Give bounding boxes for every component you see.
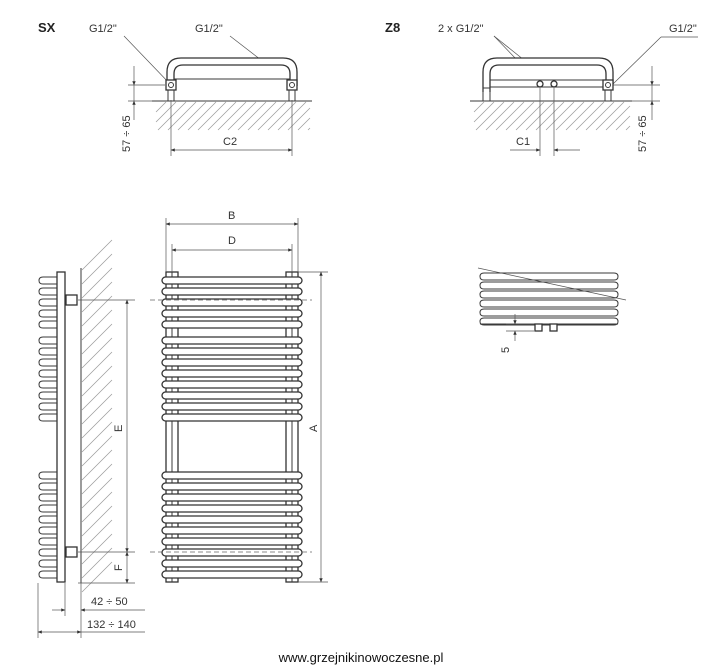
detail-rungs: [479, 272, 619, 326]
side-fin: [38, 548, 57, 557]
side-wall-hatch: [81, 239, 113, 593]
side-dim-F: F: [113, 564, 125, 571]
front-rung: [161, 526, 303, 535]
sx-dim-width: C2: [223, 136, 237, 148]
front-rung: [161, 570, 303, 579]
sx-rail-inner: [173, 64, 291, 86]
front-rung: [161, 402, 303, 411]
side-view: E F 42 ÷ 50 132 ÷ 140: [37, 239, 145, 638]
side-bracket-top: [65, 294, 78, 306]
side-fin: [38, 413, 57, 422]
detail-rung: [479, 308, 619, 317]
front-rung: [161, 347, 303, 356]
side-fin: [38, 493, 57, 502]
front-rung: [161, 515, 303, 524]
sx-valve-right: [286, 79, 298, 91]
front-rung: [161, 380, 303, 389]
front-rung: [161, 276, 303, 285]
front-dim-D: D: [228, 235, 236, 247]
side-fin: [38, 402, 57, 411]
side-fin: [38, 276, 57, 285]
z8-connection-view: Z8 2 x G1/2" G1/2" 57 ÷ 65 C1: [385, 20, 698, 156]
z8-rail-inner: [489, 64, 607, 92]
side-fin: [38, 320, 57, 329]
detail-rung: [479, 281, 619, 290]
front-rung: [161, 493, 303, 502]
front-rung: [161, 287, 303, 296]
side-fin: [38, 482, 57, 491]
front-rung: [161, 559, 303, 568]
side-fin: [38, 309, 57, 318]
side-fin: [38, 559, 57, 568]
side-fin: [38, 504, 57, 513]
side-fin: [38, 537, 57, 546]
side-fin: [38, 380, 57, 389]
detail-rung: [479, 290, 619, 299]
side-fin: [38, 515, 57, 524]
detail-rung: [479, 299, 619, 308]
sx-title: SX: [38, 20, 56, 35]
side-fin: [38, 391, 57, 400]
detail-valve-a: [534, 323, 543, 332]
z8-title: Z8: [385, 20, 400, 35]
side-bracket-bottom: [65, 546, 78, 558]
sx-dim-height: 57 ÷ 65: [121, 115, 133, 152]
z8-dim-width: C1: [516, 136, 530, 148]
side-dim-depth-large: 132 ÷ 140: [87, 619, 136, 631]
sx-valve-left: [165, 79, 177, 91]
detail-dim-gap: 5: [500, 347, 512, 353]
side-fin: [38, 347, 57, 356]
sx-label-left: G1/2": [89, 23, 117, 35]
front-rung: [161, 320, 303, 329]
side-fin: [38, 287, 57, 296]
z8-valve-right: [602, 79, 614, 91]
side-dim-E: E: [113, 425, 125, 432]
front-rungs: [161, 276, 303, 579]
side-dim-depth-small: 42 ÷ 50: [91, 596, 128, 608]
front-rung: [161, 504, 303, 513]
front-rung: [161, 482, 303, 491]
side-fin: [38, 336, 57, 345]
detail-view: 5: [477, 267, 627, 353]
front-rung: [161, 309, 303, 318]
sx-connection-view: SX G1/2" G1/2" 57 ÷ 65 C2: [38, 20, 312, 156]
front-view: B D A: [150, 210, 328, 583]
side-fin: [38, 570, 57, 579]
detail-rung: [479, 272, 619, 281]
front-rung: [161, 336, 303, 345]
side-fin: [38, 358, 57, 367]
front-rung: [161, 537, 303, 546]
z8-label-left: 2 x G1/2": [438, 23, 484, 35]
detail-rung: [479, 317, 619, 326]
side-fin: [38, 526, 57, 535]
side-fin: [38, 471, 57, 480]
front-rung: [161, 548, 303, 557]
side-rungs: [38, 276, 57, 579]
sx-label-right: G1/2": [195, 23, 223, 35]
front-rung: [161, 391, 303, 400]
front-rung: [161, 369, 303, 378]
z8-dim-height: 57 ÷ 65: [637, 115, 649, 152]
front-rung: [161, 298, 303, 307]
side-collector: [56, 271, 66, 583]
detail-valve-b: [549, 323, 558, 332]
footer-url: www.grzejnikinowoczesne.pl: [278, 650, 444, 665]
front-dim-A: A: [308, 424, 320, 432]
z8-label-right: G1/2": [669, 23, 697, 35]
z8-wall-hatch: [473, 101, 631, 131]
front-rung: [161, 471, 303, 480]
side-fin: [38, 298, 57, 307]
front-dim-B: B: [228, 210, 235, 222]
front-rung: [161, 413, 303, 422]
front-rung: [161, 358, 303, 367]
sx-wall-hatch: [155, 101, 311, 131]
side-fin: [38, 369, 57, 378]
